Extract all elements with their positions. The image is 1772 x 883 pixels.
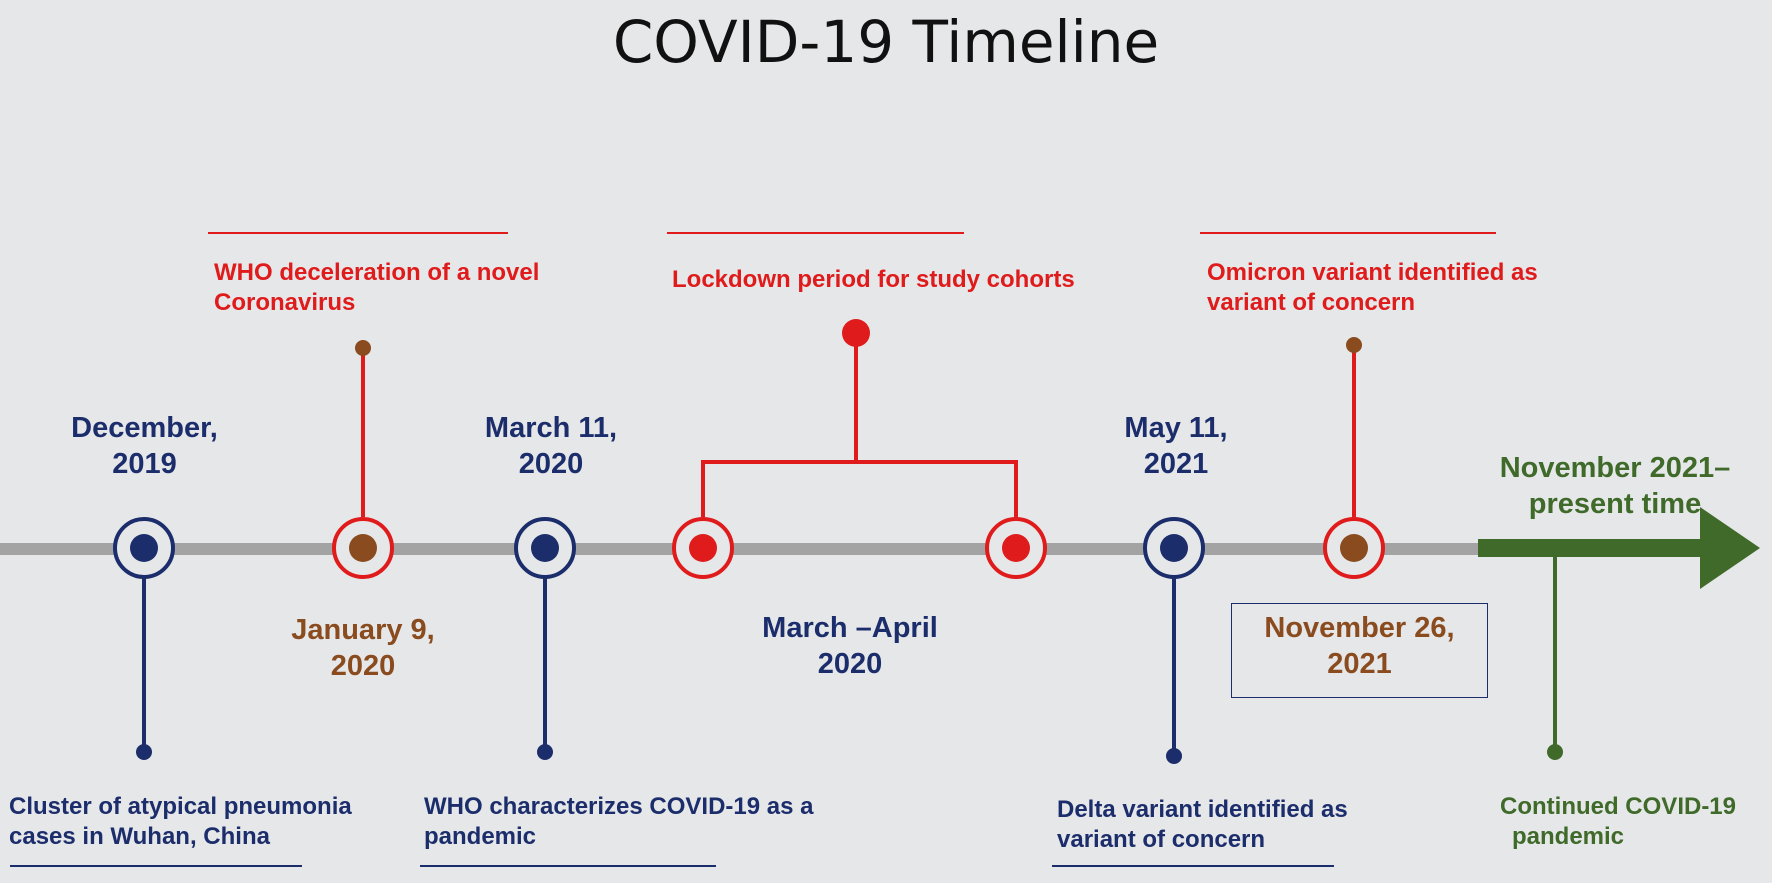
marker-dot (1002, 534, 1030, 562)
event-desc-nov-2021: Omicron variant identified as variant of… (1207, 258, 1607, 318)
marker-stem-dot (355, 340, 371, 356)
event-date-line: March –April (762, 612, 938, 644)
marker-dot (349, 534, 377, 562)
marker-stem-dot (1547, 744, 1563, 760)
event-desc-dec-2019: Cluster of atypical pneumonia cases in W… (9, 792, 409, 852)
marker-dot (531, 534, 559, 562)
event-date-nov-2021: November 26, 2021 (1231, 603, 1488, 698)
event-desc-line: WHO deceleration of a novel (214, 259, 540, 286)
event-desc-mar-2020: WHO characterizes COVID-19 as a pandemic (424, 792, 864, 852)
event-desc-line: Delta variant identified as (1057, 796, 1348, 823)
marker-stem-dot (136, 744, 152, 760)
event-date-jan-2020: January 9, 2020 (258, 612, 468, 685)
event-desc-line: pandemic (1512, 823, 1625, 850)
lockdown-bracket-dot (842, 319, 870, 347)
event-date-dec-2019: December, 2019 (42, 410, 247, 483)
marker-dot (1160, 534, 1188, 562)
marker-stem-dot (537, 744, 553, 760)
event-desc-line: WHO characterizes COVID-19 as a (424, 793, 814, 820)
event-desc-line: variant of concern (1057, 826, 1266, 853)
event-date-line: November 2021– (1499, 452, 1731, 484)
event-date-line: 2020 (330, 650, 396, 683)
event-date-line: December, (71, 412, 218, 444)
marker-dot (689, 534, 717, 562)
event-desc-jan-2020: WHO deceleration of a novel Coronavirus (214, 258, 574, 318)
event-date-line: January 9, (291, 614, 435, 646)
lockdown-bracket (701, 460, 1018, 517)
event-date-line: 2019 (112, 448, 177, 481)
event-desc-line: pandemic (424, 823, 537, 850)
event-desc-present: Continued COVID-19 pandemic (1500, 792, 1770, 852)
event-desc-line: Coronavirus (214, 289, 356, 316)
event-date-line: present time (1528, 488, 1702, 521)
marker-stem-dot (1346, 337, 1362, 353)
event-date-line: 2021 (1143, 448, 1209, 481)
event-desc-line: Omicron variant identified as (1207, 259, 1538, 286)
event-date-line: May 11, (1124, 412, 1228, 444)
event-desc-lockdown: Lockdown period for study cohorts (672, 265, 1132, 295)
event-date-line: 2020 (518, 448, 584, 481)
event-desc-line: Lockdown period for study cohorts (672, 266, 1075, 293)
event-date-line: November 26, (1264, 612, 1455, 644)
event-desc-line: Cluster of atypical pneumonia (9, 793, 352, 820)
event-date-line: 2020 (817, 648, 883, 681)
timeline-axis (0, 543, 1490, 555)
event-desc-line: variant of concern (1207, 289, 1416, 316)
event-date-line: 2021 (1327, 648, 1392, 681)
event-date-mar-2020: March 11, 2020 (451, 410, 651, 483)
present-arrow-head (1700, 507, 1760, 589)
event-desc-line: Continued COVID-19 (1500, 793, 1737, 820)
event-date-may-2021: May 11, 2021 (1076, 410, 1276, 483)
present-arrow-shaft (1478, 539, 1708, 557)
event-desc-may-2021: Delta variant identified as variant of c… (1057, 795, 1437, 855)
event-date-line: March 11, (484, 412, 618, 444)
event-date-lockdown: March –April 2020 (720, 610, 980, 683)
page-title: COVID-19 Timeline (612, 8, 1160, 76)
event-desc-line: cases in Wuhan, China (9, 823, 270, 850)
marker-dot (130, 534, 158, 562)
marker-stem-dot (1166, 748, 1182, 764)
event-date-present: November 2021– present time (1470, 450, 1760, 523)
marker-dot (1340, 534, 1368, 562)
